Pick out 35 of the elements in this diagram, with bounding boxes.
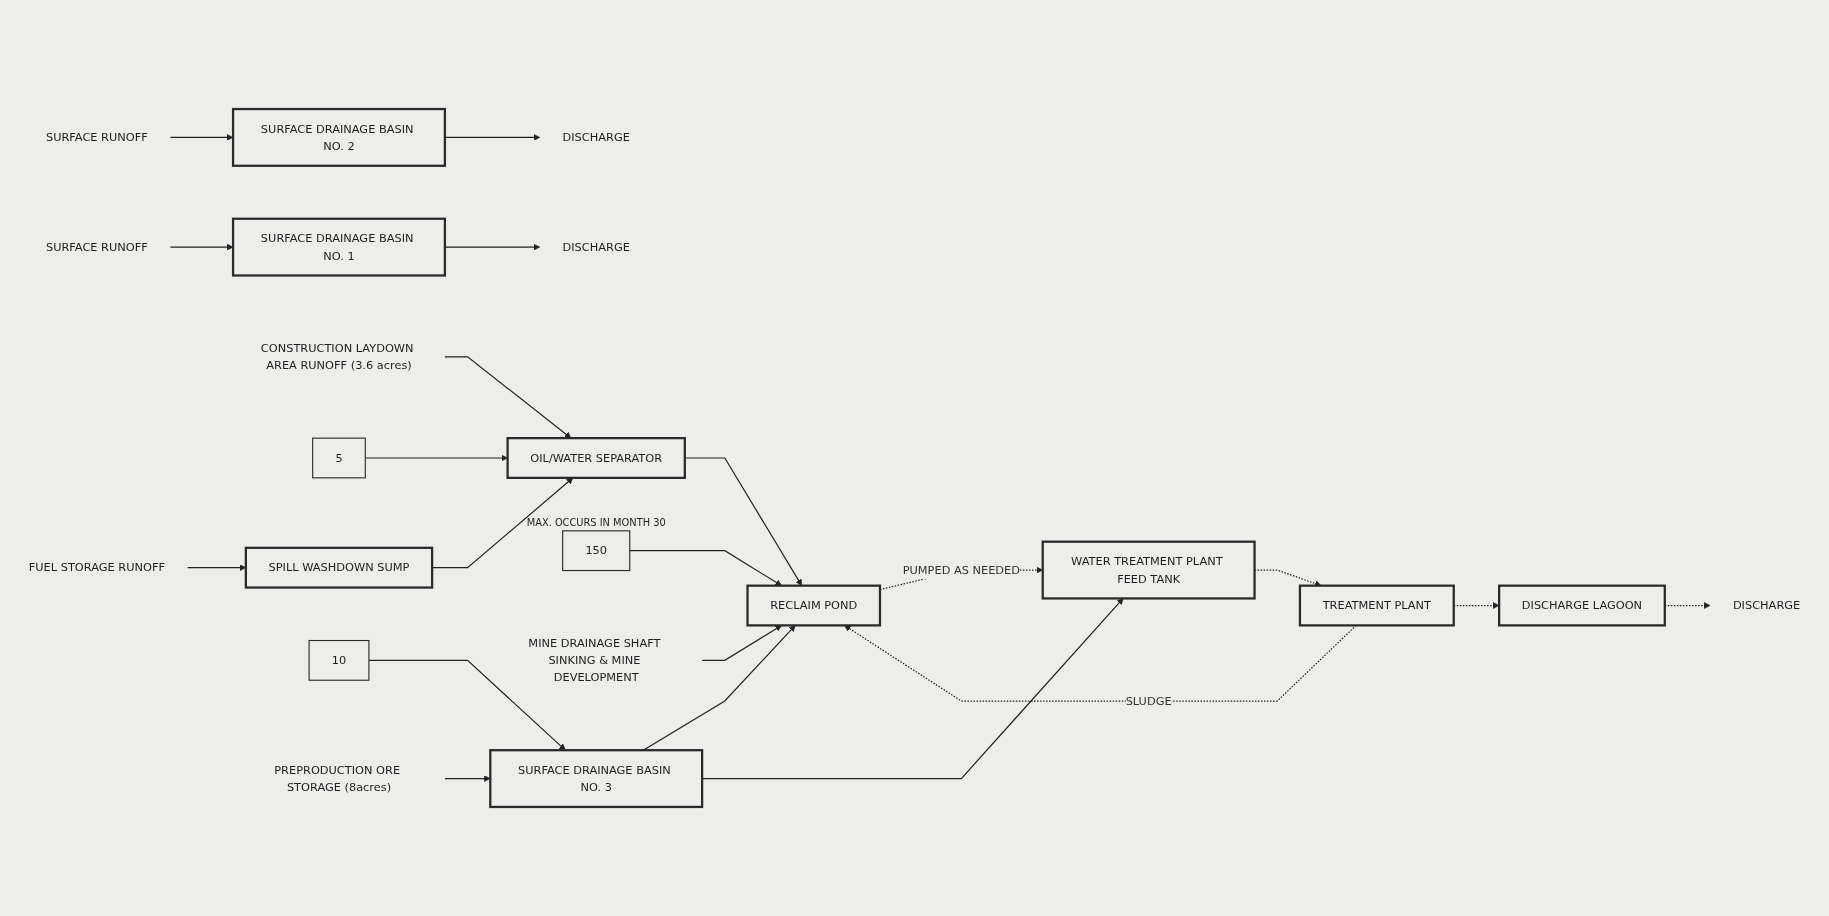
arrow [444, 356, 572, 439]
node-box: SPILL WASHDOWN SUMP [244, 546, 434, 589]
node-text: DISCHARGE [562, 130, 630, 145]
node-box: 150 [562, 530, 631, 572]
node-text: SURFACE RUNOFF [45, 240, 148, 254]
arrow [701, 625, 782, 661]
node-text: MINE DRAINAGE SHAFT SINKING & MINE DEVELOPMENT [528, 636, 661, 685]
arrow [629, 550, 782, 586]
arrow [444, 775, 491, 782]
node-text: DISCHARGE [1732, 598, 1801, 613]
node-text: FUEL STORAGE RUNOFF [28, 560, 165, 575]
node-box: 10 [308, 639, 370, 681]
node-box: RECLAIM POND [746, 584, 882, 627]
node-box: DISCHARGE LAGOON [1498, 584, 1666, 627]
edge-label: PUMPED AS NEEDED [902, 563, 1021, 577]
node-box: SURFACE DRAINAGE BASIN NO. 2 [231, 107, 447, 167]
node-box: TREATMENT PLANT [1298, 584, 1455, 627]
arrow [444, 134, 541, 141]
arrow [701, 598, 1124, 780]
node-text: DISCHARGE [562, 240, 630, 254]
node-note: MAX. OCCURS IN MONTH 30 [526, 517, 666, 529]
node-text: CONSTRUCTION LAYDOWN AREA RUNOFF (3.6 acres) [260, 341, 414, 372]
node-box: 5 [312, 437, 366, 479]
node-text: SURFACE RUNOFF [45, 130, 148, 145]
arrow [169, 134, 234, 141]
node-box: SURFACE DRAINAGE BASIN NO. 3 [489, 749, 704, 809]
node-box: SURFACE DRAINAGE BASIN NO. 1 [231, 217, 447, 277]
edge-label: SLUDGE [1125, 694, 1172, 708]
arrow [444, 243, 541, 251]
arrow [684, 457, 803, 586]
arrow [169, 243, 234, 251]
arrow [368, 659, 566, 751]
node-text: PREPRODUCTION ORE STORAGE (8acres) [274, 763, 401, 794]
node-box: WATER TREATMENT PLANT FEED TANK [1041, 540, 1256, 600]
node-box: OIL/WATER SEPARATOR [506, 437, 686, 479]
